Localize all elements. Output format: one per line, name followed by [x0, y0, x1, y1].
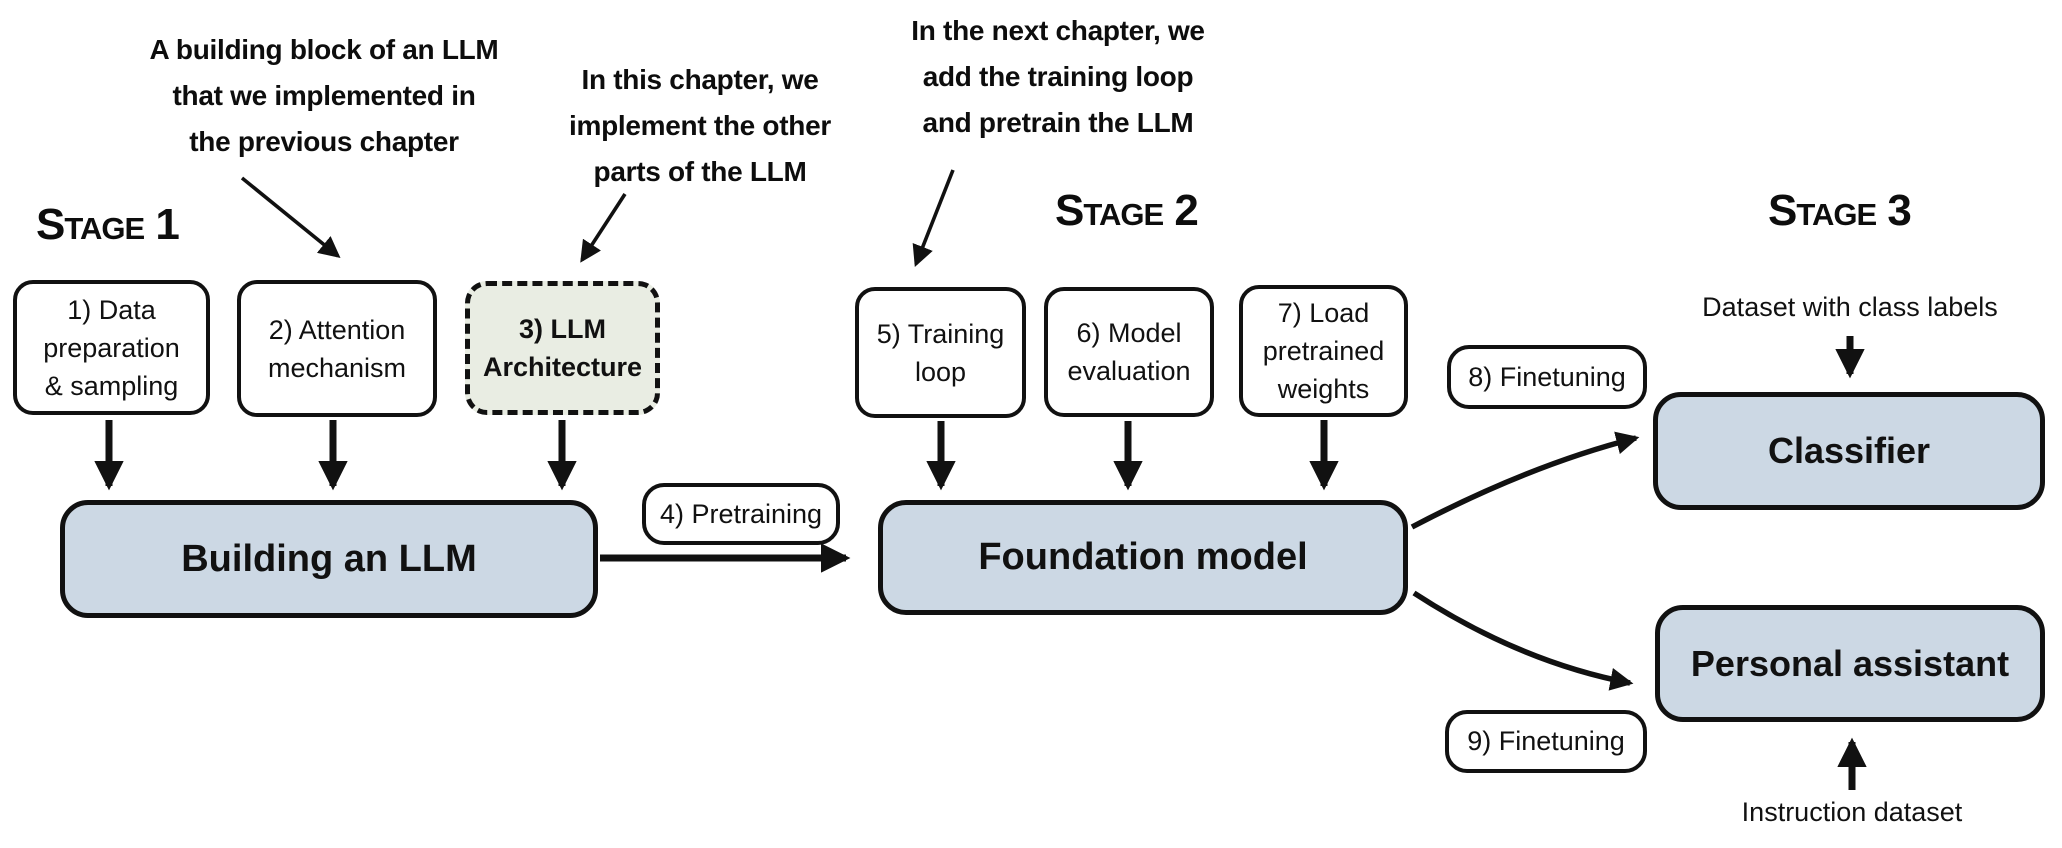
arrow-foundation-to-classifier	[1410, 431, 1640, 530]
pill-label: 4) Pretraining	[659, 498, 823, 529]
pill-label: 9) Finetuning	[1467, 726, 1625, 756]
pill-label: 8) Finetuning	[1468, 361, 1626, 392]
pill-finetuning-classifier: 8) Finetuning	[1447, 345, 1647, 409]
arrow-annotation3-to-step5	[912, 169, 955, 268]
arrow-annotation1-to-step2	[240, 176, 341, 259]
result-box-label: Personal assistant	[1690, 642, 2010, 684]
result-box-building-an-llm: Building an LLM	[60, 500, 598, 618]
result-box-label: Classifier	[1767, 430, 1931, 471]
result-box-personal-assistant: Personal assistant	[1655, 605, 2045, 722]
annotation-previous-chapter: A building block of an LLM that we imple…	[149, 34, 499, 157]
annotation-this-chapter: In this chapter, we implement the other …	[569, 64, 831, 187]
step-box-data-preparation: 1) Data preparation & sampling	[13, 280, 210, 415]
result-box-label: Foundation model	[978, 536, 1308, 578]
step-box-model-evaluation: 6) Model evaluation	[1044, 287, 1214, 417]
step-box-load-pretrained-weights: 7) Load pretrained weights	[1239, 285, 1408, 417]
step-box-label: 5) Training loop	[876, 318, 1005, 387]
result-box-classifier: Classifier	[1653, 392, 2045, 510]
stage-1-label: Stage 1	[36, 200, 180, 249]
step-box-attention-mechanism: 2) Attention mechanism	[237, 280, 437, 417]
classifier-input-label: Dataset with class labels	[1702, 292, 1998, 322]
pill-pretraining: 4) Pretraining	[642, 483, 840, 545]
result-box-foundation-model: Foundation model	[878, 500, 1408, 615]
annotation-next-chapter: In the next chapter, we add the training…	[911, 15, 1205, 138]
assistant-input-label: Instruction dataset	[1741, 797, 1963, 827]
step-box-label: 6) Model evaluation	[1067, 318, 1191, 386]
step-box-training-loop: 5) Training loop	[855, 287, 1026, 418]
arrow-annotation2-to-step3	[580, 193, 627, 263]
step-box-label: 1) Data preparation & sampling	[43, 294, 180, 401]
stage-3-label: Stage 3	[1768, 186, 1912, 235]
arrow-foundation-to-assistant	[1412, 590, 1634, 691]
stage-2-label: Stage 2	[1055, 186, 1199, 235]
step-box-label: 3) LLM Architecture	[482, 314, 643, 382]
result-box-label: Building an LLM	[181, 537, 477, 580]
pill-finetuning-assistant: 9) Finetuning	[1445, 710, 1647, 773]
step-box-label: 7) Load pretrained weights	[1262, 298, 1385, 404]
step-box-label: 2) Attention mechanism	[267, 314, 407, 383]
step-box-llm-architecture: 3) LLM Architecture	[465, 281, 660, 415]
